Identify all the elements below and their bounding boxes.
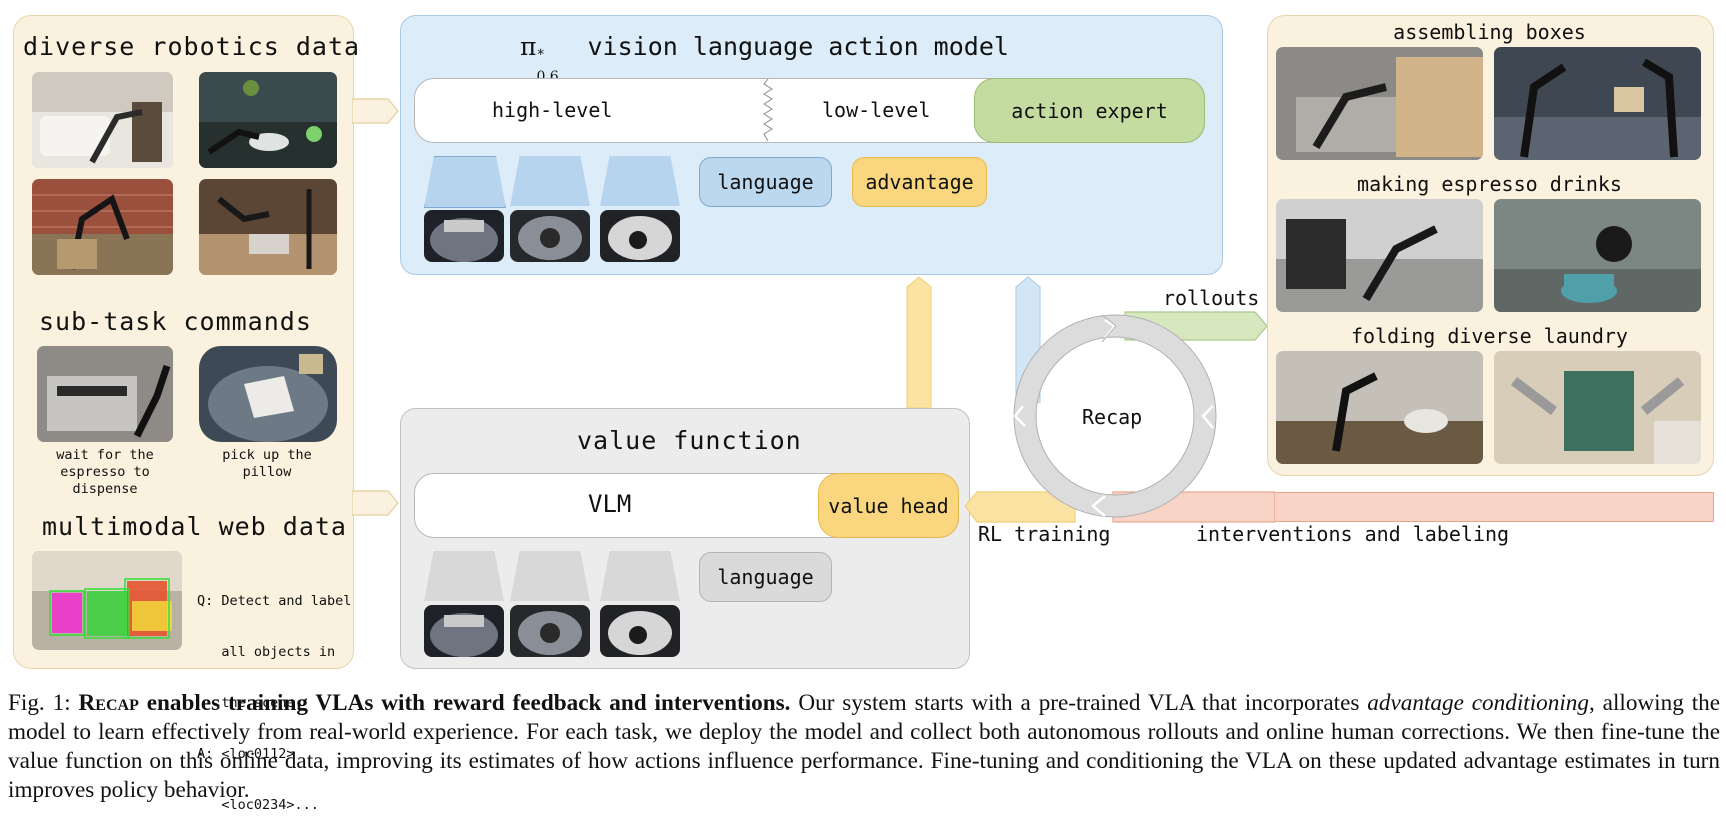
interventions-label: interventions and labeling [1196, 522, 1510, 546]
image-token-encoder [600, 551, 680, 601]
recap-loop-graphic [965, 311, 1275, 523]
high-level-label: high-level [492, 98, 613, 122]
robot-photo-bedroom [32, 72, 173, 168]
advantage-token: advantage [852, 157, 987, 207]
data-to-vla-arrow [352, 98, 399, 124]
camera-frame-base [424, 605, 504, 657]
vlm-label: VLM [588, 490, 632, 518]
laundry-photo-1 [1276, 351, 1483, 464]
pi-symbol: π [520, 32, 537, 61]
caption-bold-lead: enables training VLAs with reward feedba… [138, 690, 791, 716]
image-token-encoder [510, 156, 590, 206]
boxes-photo-1 [1276, 47, 1483, 160]
recap-label: Recap [1082, 405, 1143, 429]
caption-recap-sc: Recap [78, 690, 139, 716]
camera-frame-right-wrist [600, 605, 680, 657]
multimodal-web-data-title: multimodal web data [42, 512, 347, 541]
espresso-machine-photo [37, 346, 173, 442]
robot-photo-table [199, 72, 337, 168]
camera-frame-right-wrist [600, 210, 680, 262]
interventions-bar [1275, 492, 1714, 522]
camera-frame-left-wrist [510, 605, 590, 657]
task-title-laundry: folding diverse laundry [1351, 324, 1628, 348]
task-title-espresso: making espresso drinks [1357, 172, 1622, 196]
image-token-encoder [424, 551, 504, 601]
image-token-encoder [600, 156, 680, 206]
caption-body-2: , allowing the model to learn effectivel… [8, 690, 1721, 803]
caption-body-1: Our system starts with a pre-trained VLA… [790, 690, 1368, 716]
espresso-subtask-label: wait for the espresso to dispense [56, 447, 154, 497]
figure-caption: Fig. 1: Recap enables training VLAs with… [8, 689, 1720, 805]
pillow-bed-photo [199, 346, 337, 442]
espresso-photo-1 [1276, 199, 1483, 312]
task-title-boxes: assembling boxes [1393, 20, 1586, 44]
action-expert-block: action expert [974, 78, 1205, 143]
low-level-label: low-level [822, 98, 931, 122]
vla-language-token: language [699, 157, 832, 207]
vf-language-token: language [699, 552, 832, 602]
zigzag-divider [763, 79, 773, 141]
value-function-title: value function [577, 426, 802, 455]
qa-line: A: <loc0112> [197, 746, 295, 762]
qa-line: the scene. [197, 695, 303, 711]
camera-frame-left-wrist [510, 210, 590, 262]
detection-example-photo [32, 551, 182, 650]
robot-photo-brick-wall [32, 179, 173, 275]
camera-frame-base [424, 210, 504, 262]
qa-line: all objects in [197, 644, 336, 660]
qa-line: <loc0234>... [197, 797, 319, 813]
image-token-encoder [510, 551, 590, 601]
robot-photo-workbench [199, 179, 337, 275]
value-head-block: value head [818, 473, 959, 538]
rollouts-label: rollouts [1163, 286, 1260, 310]
data-to-value-arrow [352, 490, 399, 516]
diverse-robotics-data-title: diverse robotics data [23, 32, 361, 61]
espresso-photo-2 [1494, 199, 1701, 312]
caption-italic: advantage conditioning [1367, 690, 1589, 716]
pillow-subtask-label: pick up the pillow [222, 447, 312, 480]
qa-line: Q: Detect and label [197, 593, 352, 609]
image-token-encoder [424, 156, 506, 208]
vla-title-text: vision language action model [572, 32, 1009, 61]
value-to-vla-arrow [906, 276, 932, 408]
sub-task-commands-title: sub-task commands [39, 307, 312, 336]
boxes-photo-2 [1494, 47, 1701, 160]
rl-training-label: RL training [978, 522, 1111, 546]
caption-fig-label: Fig. 1: [8, 690, 79, 716]
vla-title: π*0.6 vision language action model [520, 32, 1009, 85]
pi-sup: * [536, 47, 545, 63]
laundry-photo-2 [1494, 351, 1701, 464]
web-qa-text: Q: Detect and label all objects in the s… [197, 559, 351, 831]
